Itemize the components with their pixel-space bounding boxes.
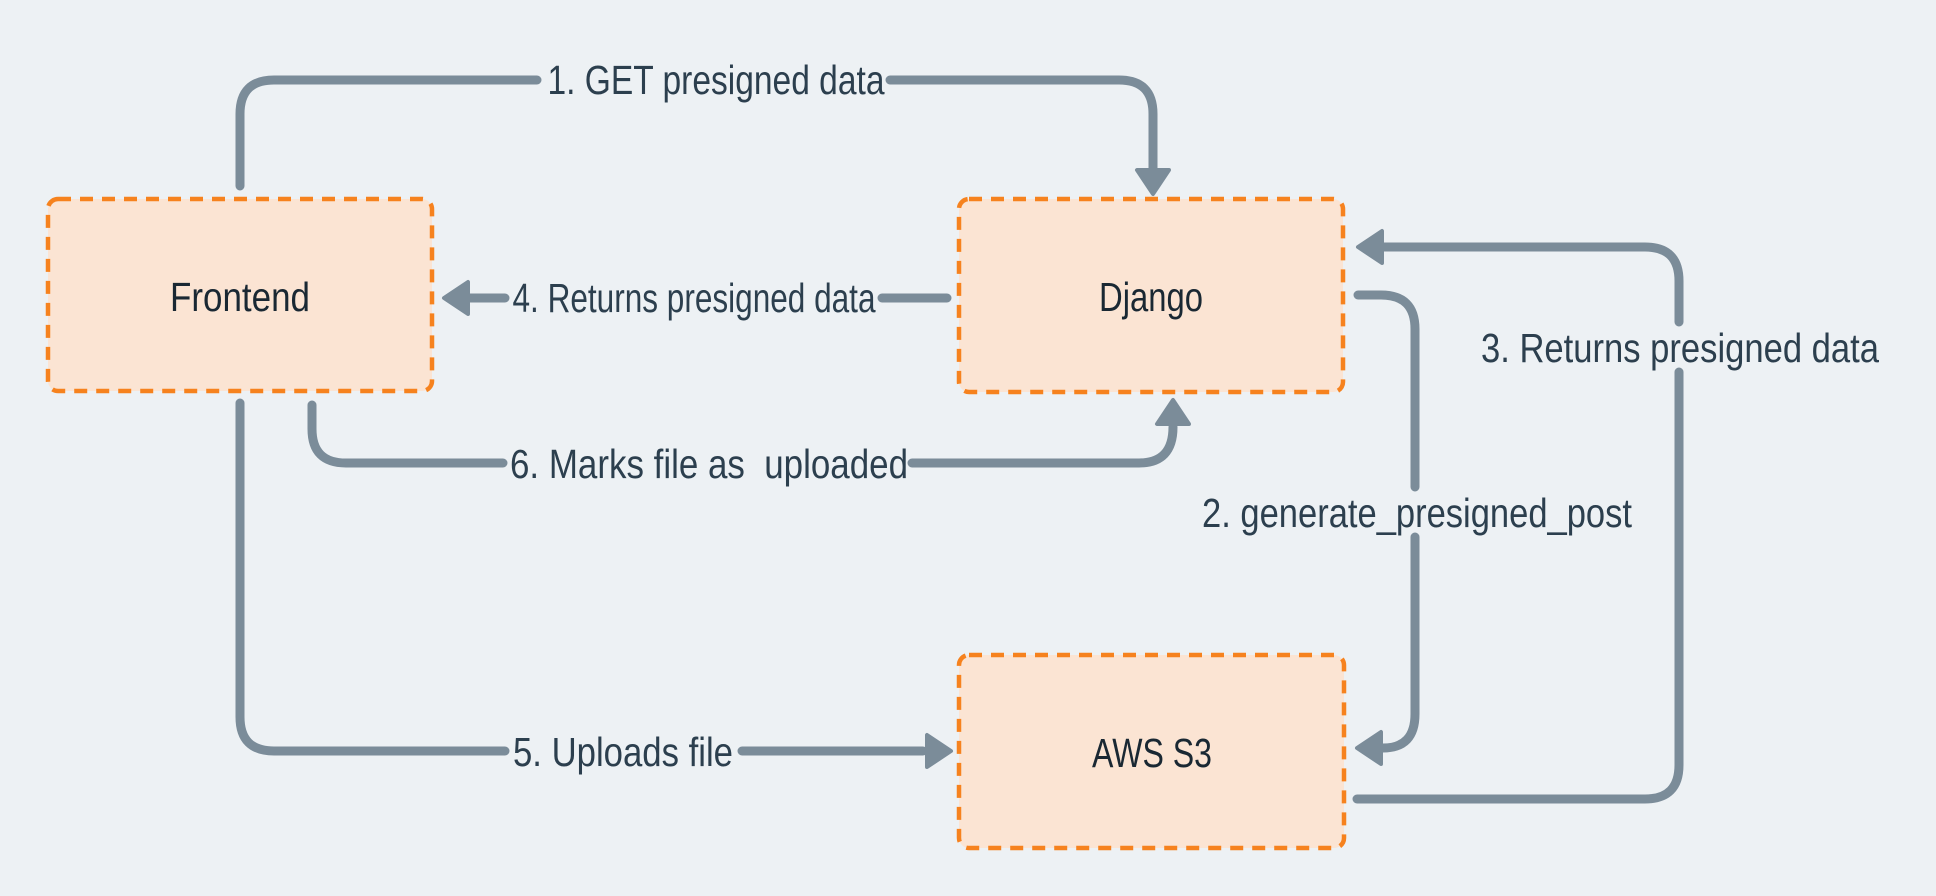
flow-labels: 1. GET presigned data 2. generate_presig… <box>510 57 1879 775</box>
flow-1-arrowhead <box>1135 168 1171 196</box>
flow-arrowheads <box>442 168 1384 769</box>
flow-2-path <box>1353 290 1420 753</box>
flow-1-label: 1. GET presigned data <box>548 57 885 103</box>
flow-5-label: 5. Uploads file <box>513 729 733 775</box>
flow-4-label: 4. Returns presigned data <box>513 275 876 321</box>
flow-3-path <box>1352 242 1684 804</box>
node-django <box>956 196 1346 395</box>
nodes <box>45 196 1347 851</box>
flow-2-arrowhead <box>1355 730 1383 766</box>
flow-6-path <box>307 400 1178 468</box>
node-frontend <box>45 196 435 394</box>
flow-3-arrowhead <box>1356 229 1384 265</box>
flow-1-path <box>235 75 1158 191</box>
flow-6-label: 6. Marks file as uploaded <box>510 441 908 487</box>
flow-2-label: 2. generate_presigned_post <box>1202 490 1633 536</box>
flow-3-label: 3. Returns presigned data <box>1481 325 1879 371</box>
node-labels: Frontend Django AWS S3 <box>170 274 1212 776</box>
flow-6-arrowhead <box>1155 398 1191 426</box>
flow-5-path <box>235 398 928 756</box>
node-aws-s3-label: AWS S3 <box>1092 730 1212 776</box>
node-django-label: Django <box>1099 274 1203 320</box>
node-aws-s3 <box>956 652 1347 851</box>
flow-4-arrowhead <box>442 280 470 316</box>
flow-5-arrowhead <box>925 733 953 769</box>
node-frontend-label: Frontend <box>170 274 310 320</box>
flow-arrows <box>235 75 1684 804</box>
